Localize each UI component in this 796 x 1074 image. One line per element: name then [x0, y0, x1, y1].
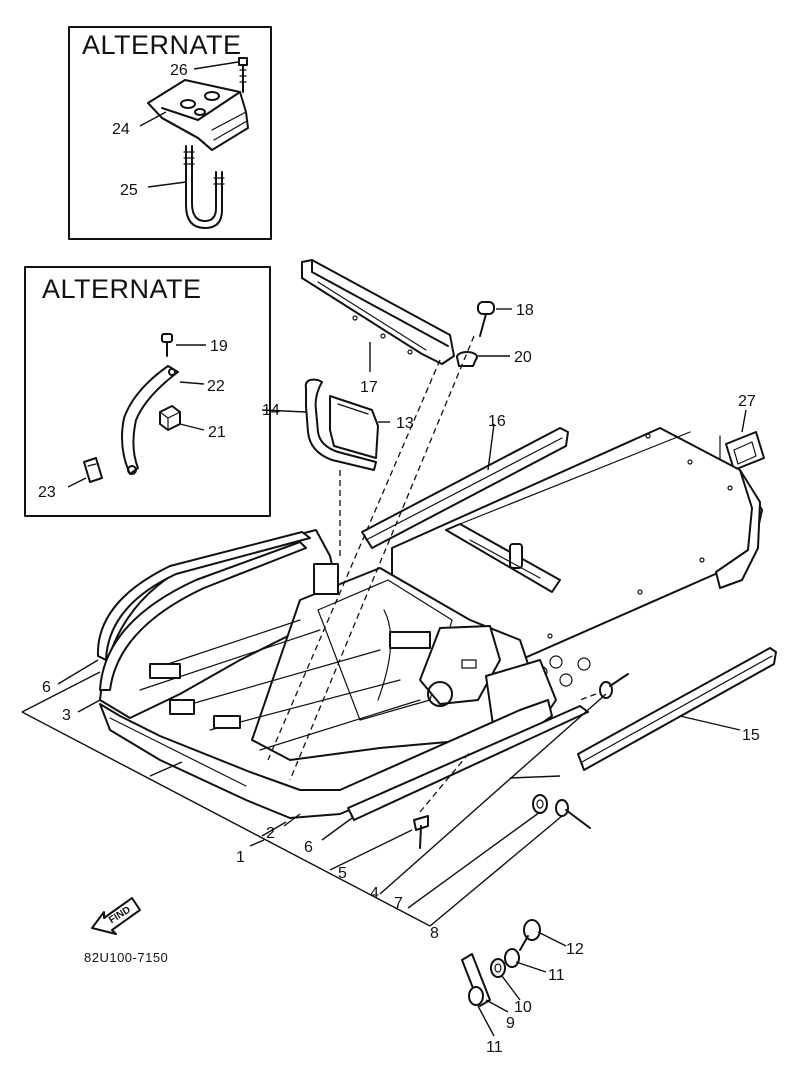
callout-25: 25: [120, 182, 138, 199]
bumper-3: [99, 541, 307, 691]
callout-19: 19: [210, 338, 228, 355]
callout-23: 23: [38, 484, 56, 501]
washer-11-upper: [504, 948, 520, 968]
rail-16: [361, 427, 569, 549]
bolt-18: [477, 301, 495, 337]
pad-23: [83, 457, 103, 483]
rail-15: [577, 647, 777, 771]
reference-leaders: [21, 671, 607, 927]
bolt-12: [519, 919, 541, 951]
callout-6-left: 6: [42, 679, 51, 696]
callout-11-upper: 11: [548, 967, 565, 984]
assembly-lines: [267, 335, 597, 813]
callout-16: 16: [488, 413, 506, 430]
callout-3: 3: [62, 707, 71, 724]
callout-8: 8: [430, 925, 439, 942]
callout-12: 12: [566, 941, 584, 958]
callout-18: 18: [516, 302, 534, 319]
callout-20: 20: [514, 349, 532, 366]
bracket-14: [304, 378, 377, 471]
bracket-24: [147, 79, 249, 151]
callout-1: 1: [236, 849, 245, 866]
drawing-code: 82U100-7150: [84, 950, 168, 965]
callout-24: 24: [112, 121, 130, 138]
callout-27: 27: [738, 393, 756, 410]
callout-10: 10: [514, 999, 532, 1016]
callout-14: 14: [262, 402, 280, 419]
inset-top-title: ALTERNATE: [82, 30, 242, 60]
rail-6-right: [347, 705, 589, 821]
bolt-4: [599, 673, 629, 699]
bolt-26: [238, 57, 248, 93]
callout-11-lower: 11: [486, 1039, 503, 1056]
alternate-inset-left: ALTERNATE 19 22 21 23: [24, 266, 271, 517]
alternate-inset-top: ALTERNATE: [68, 26, 272, 240]
callout-4: 4: [370, 885, 379, 902]
callout-22: 22: [207, 378, 225, 395]
callout-5: 5: [338, 865, 347, 882]
callout-9: 9: [506, 1015, 515, 1032]
washer-11-lower: [468, 986, 484, 1006]
callout-2: 2: [266, 825, 275, 842]
body-1: [99, 427, 763, 819]
bolt-8: [555, 799, 591, 829]
callout-15: 15: [742, 727, 760, 744]
pad-13: [329, 395, 379, 459]
washer-10: [490, 958, 506, 978]
deck-bracket: [445, 523, 561, 593]
washer-7: [532, 794, 548, 814]
callout-21: 21: [208, 424, 226, 441]
find-arrow-icon: FIND: [91, 897, 141, 935]
inset-left-title: ALTERNATE: [42, 274, 202, 304]
rail-6-left: [96, 531, 311, 661]
bolt-19: [161, 333, 173, 357]
u-bolt-25: [183, 145, 225, 229]
rivet-5: [413, 815, 429, 849]
panel-17: [301, 259, 455, 365]
callout-13: 13: [396, 415, 414, 432]
nut-21: [159, 405, 181, 431]
bracket-22: [121, 365, 179, 475]
callout-17: 17: [360, 379, 378, 396]
nut-20: [456, 351, 478, 367]
callout-26: 26: [170, 62, 188, 79]
callout-6-right: 6: [304, 839, 313, 856]
callout-7: 7: [394, 895, 403, 912]
